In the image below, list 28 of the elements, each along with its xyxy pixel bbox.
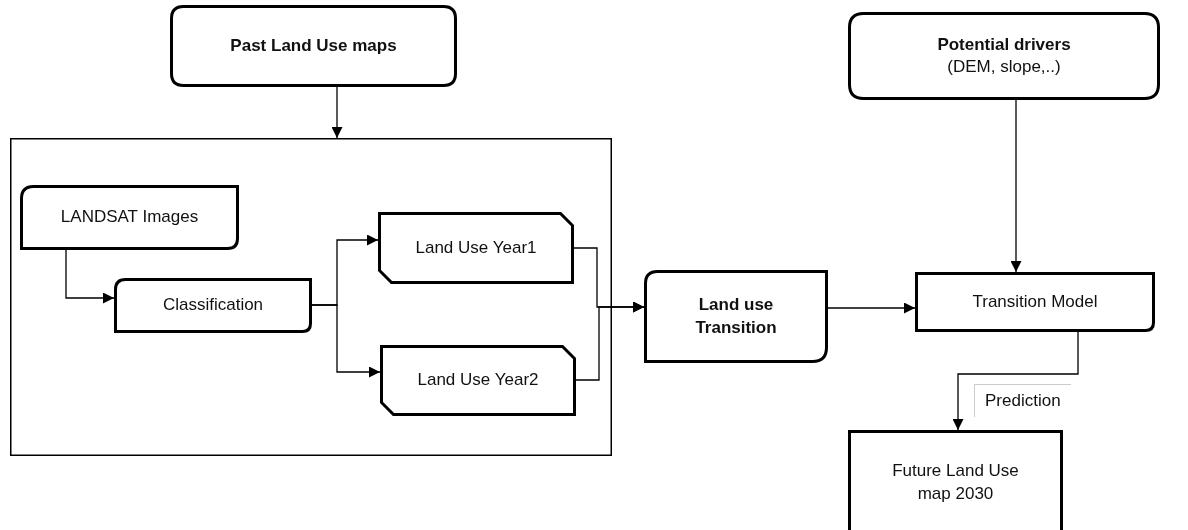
- process-box: [915, 272, 1155, 332]
- arrow: [65, 249, 115, 304]
- output-box: [848, 430, 1063, 530]
- node-label: Future Land Use map 2030: [891, 460, 1020, 505]
- process-box: [114, 278, 312, 333]
- arrow: [1010, 99, 1022, 273]
- node-subtitle: (DEM, slope,..): [947, 56, 1061, 78]
- node-label: Land Use Year2: [417, 369, 539, 392]
- arrow: [952, 331, 1079, 431]
- arrow: [827, 302, 916, 314]
- arrow: [311, 304, 381, 378]
- arrow: [331, 86, 343, 139]
- node-label: Past Land Use maps: [230, 34, 397, 57]
- node-label: Land Use Year1: [415, 236, 537, 259]
- node-label: Land use Transition: [694, 294, 778, 339]
- input-box: [170, 5, 457, 87]
- input-box: [848, 12, 1160, 100]
- node-label: Transition Model: [972, 290, 1098, 313]
- data-box: [380, 345, 576, 416]
- data-box: [378, 212, 574, 284]
- group-frame: [10, 138, 612, 456]
- node-label: Potential drivers: [937, 33, 1071, 56]
- data-box: [20, 185, 239, 250]
- node-label: Classification: [162, 294, 264, 317]
- node-label: LANDSAT Images: [60, 206, 199, 229]
- process-box: [644, 270, 828, 363]
- edge-label: Prediction: [974, 384, 1071, 418]
- arrow: [575, 301, 645, 381]
